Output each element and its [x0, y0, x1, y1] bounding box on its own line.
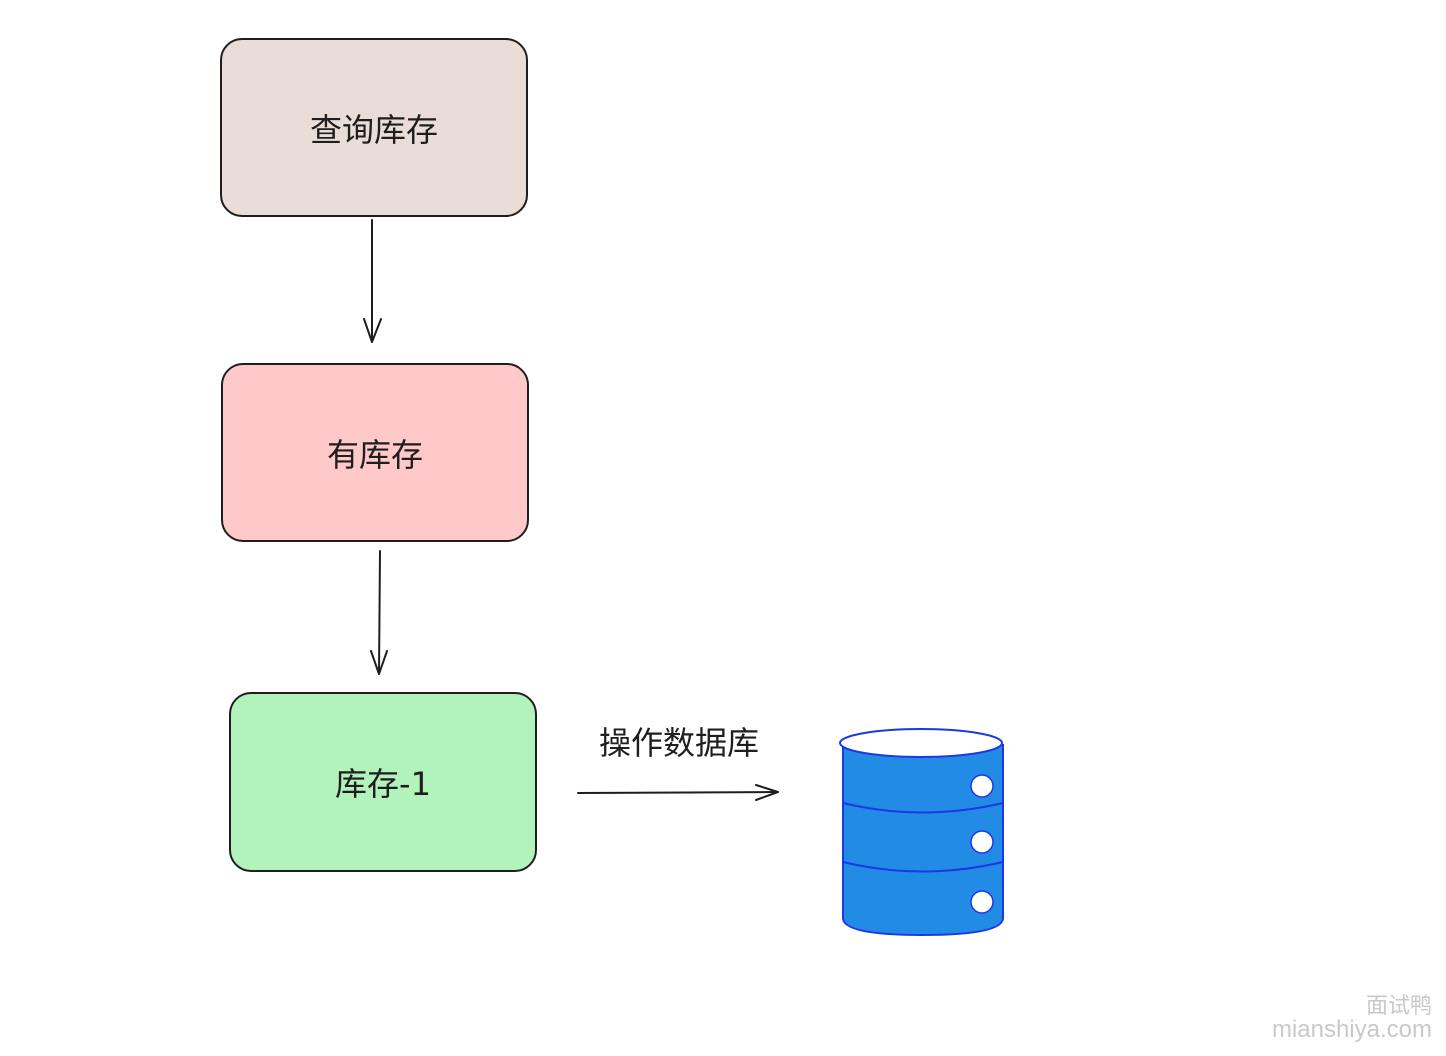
node-query-stock-label: 查询库存: [309, 110, 438, 149]
node-decrement-stock: 库存-1: [229, 692, 537, 872]
watermark-url: mianshiya.com: [1271, 1016, 1432, 1043]
node-decrement-stock-label: 库存-1: [335, 765, 431, 803]
database-icon: [839, 728, 1004, 937]
arrow-has-stock-to-decrement: [370, 550, 388, 675]
node-has-stock-label: 有库存: [326, 435, 423, 474]
edge-label-operate-database: 操作数据库: [599, 724, 760, 762]
node-query-stock: 查询库存: [220, 38, 528, 217]
node-has-stock: 有库存: [221, 363, 529, 542]
arrow-decrement-to-database: [577, 784, 779, 801]
arrow-query-to-has-stock: [363, 219, 382, 343]
watermark-brand: 面试鸭: [1365, 993, 1432, 1018]
